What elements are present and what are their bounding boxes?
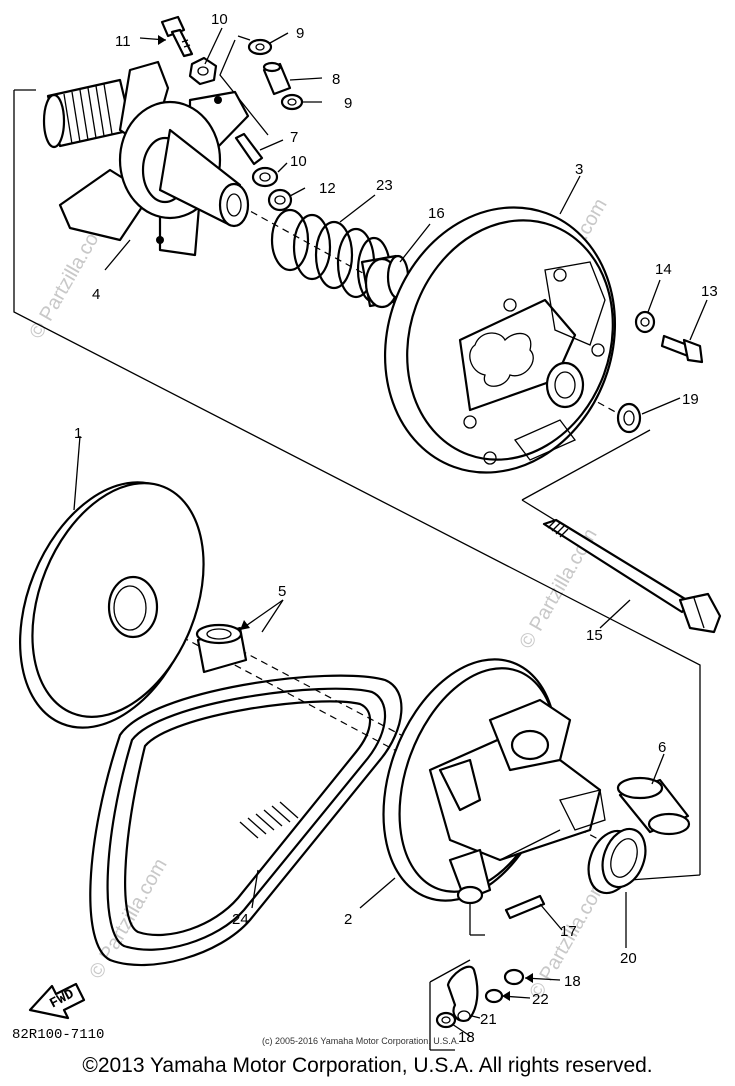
part-22-roller	[484, 988, 504, 1004]
part-15-long-bolt	[542, 518, 722, 634]
callout-3: 3	[575, 161, 583, 178]
part-21-weight	[446, 965, 479, 1022]
callout-18-top: 18	[564, 973, 581, 990]
callout-labels: 11 10 9 8 9 7 10 12 23 16 3 14 13 19 4 1…	[74, 11, 718, 1046]
callout-21: 21	[480, 1011, 497, 1028]
part-9-washers	[247, 38, 304, 111]
diagram-code: 82R100-7110	[12, 1027, 104, 1043]
leader-arrowheads	[158, 35, 533, 1001]
part-12-washer	[267, 188, 293, 212]
callout-13: 13	[701, 283, 718, 300]
part-16-bushing	[360, 254, 410, 309]
part-2-sheave-assembly	[382, 658, 606, 905]
callout-16: 16	[428, 205, 445, 222]
part-24-v-belt	[89, 674, 403, 967]
callout-9-bottom: 9	[344, 95, 352, 112]
callout-23: 23	[376, 177, 393, 194]
callout-22: 22	[532, 991, 549, 1008]
callout-12: 12	[319, 180, 336, 197]
part-1-sheave-disc	[19, 481, 205, 729]
callout-9-top: 9	[296, 25, 304, 42]
callout-8: 8	[332, 71, 340, 88]
callout-2: 2	[344, 911, 352, 928]
part-14-washer	[634, 310, 656, 334]
callout-10-mid: 10	[290, 153, 307, 170]
part-20-ring	[587, 827, 647, 895]
callout-14: 14	[655, 261, 672, 278]
part-7-pin	[234, 132, 264, 166]
sub-assembly-bracket	[429, 959, 471, 1051]
part-13-bolt	[660, 334, 704, 364]
callout-7: 7	[290, 129, 298, 146]
callout-24: 24	[232, 911, 249, 928]
callout-5: 5	[278, 583, 286, 600]
part-5-bushings	[195, 623, 248, 674]
part-8-bushing	[262, 61, 292, 96]
part-18-washers	[435, 968, 525, 1029]
callout-10-top: 10	[211, 11, 228, 28]
callout-19: 19	[682, 391, 699, 408]
part-10-nut-top	[188, 56, 218, 86]
part-10-collar	[251, 166, 279, 188]
part-19-washer	[616, 402, 642, 434]
callout-6: 6	[658, 739, 666, 756]
part-17-pin	[504, 894, 546, 920]
part-11-bolt	[160, 15, 194, 58]
callout-15: 15	[586, 627, 603, 644]
callout-17: 17	[560, 923, 577, 940]
leader-lines	[73, 27, 708, 1037]
callout-4: 4	[92, 286, 100, 303]
callout-1: 1	[74, 425, 82, 442]
part-6-collar	[616, 776, 691, 836]
copyright-notice: ©2013 Yamaha Motor Corporation, U.S.A. A…	[82, 1054, 653, 1077]
part-4-spider-shaft	[42, 60, 250, 257]
part-3-cover	[383, 206, 617, 474]
callout-18-bottom: 18	[458, 1029, 475, 1046]
small-credit: (c) 2005-2016 Yamaha Motor Corporation, …	[262, 1036, 459, 1046]
callout-11: 11	[115, 33, 131, 50]
callout-20: 20	[620, 950, 637, 967]
fwd-arrow-icon: FWD	[28, 982, 86, 1020]
